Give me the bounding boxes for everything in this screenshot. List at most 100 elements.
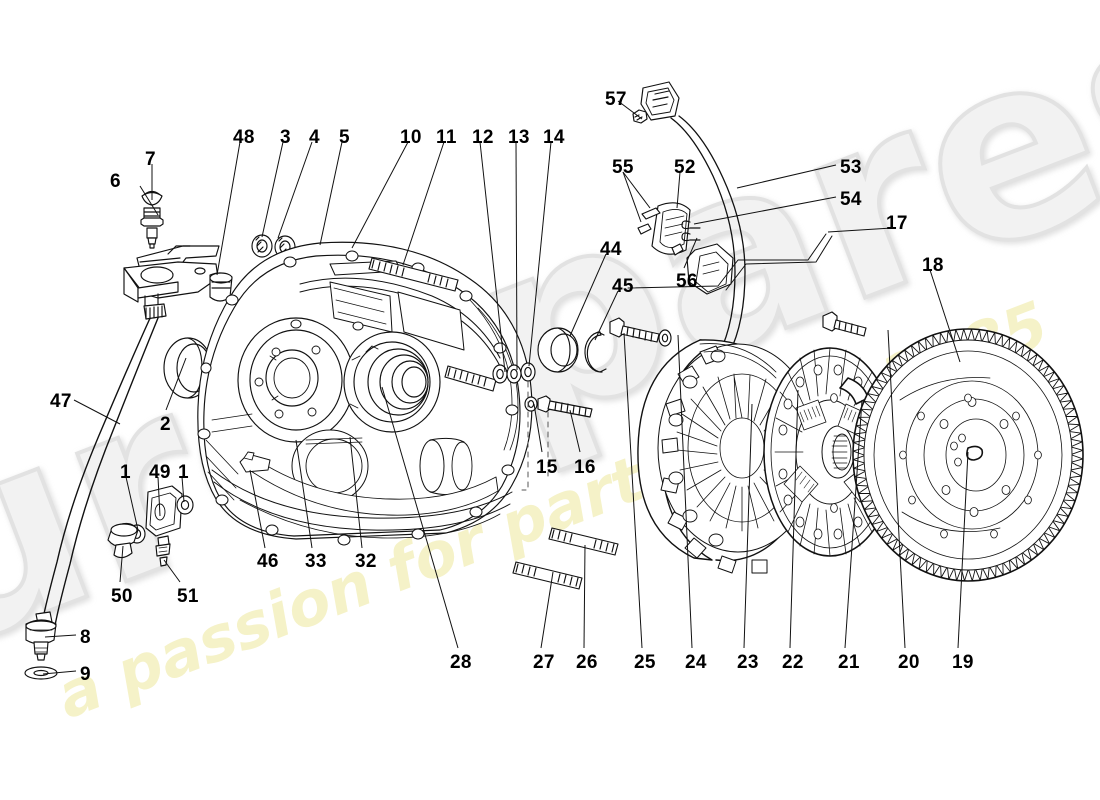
part-10-stud bbox=[368, 257, 459, 292]
leader-line-48 bbox=[216, 141, 241, 276]
callout-label-21: 21 bbox=[838, 652, 860, 673]
part-3-washer bbox=[251, 234, 273, 258]
leader-line-12 bbox=[479, 141, 506, 373]
part-9-sealing-washer bbox=[24, 666, 58, 680]
part-44-release-bearing bbox=[537, 327, 579, 373]
leader-line-45 bbox=[594, 290, 619, 341]
callout-label-50: 50 bbox=[111, 586, 133, 607]
callout-label-45: 45 bbox=[612, 276, 634, 297]
callout-label-48: 48 bbox=[233, 127, 255, 148]
part-15-washer bbox=[524, 396, 538, 412]
part-25-bolt bbox=[609, 317, 672, 347]
leader-line-10 bbox=[351, 141, 409, 249]
part-51-bleed-screw bbox=[155, 535, 171, 567]
part-6-switch bbox=[140, 207, 164, 249]
part-56-clip bbox=[671, 243, 684, 256]
callout-label-2: 2 bbox=[160, 414, 171, 435]
leader-line-19 bbox=[957, 451, 969, 649]
part-57-clip bbox=[632, 109, 648, 124]
callout-label-9: 9 bbox=[80, 664, 91, 685]
leader-line-20 bbox=[887, 329, 906, 649]
leader-line-57 bbox=[617, 100, 643, 120]
part-13-washer bbox=[506, 364, 522, 384]
callout-label-46: 46 bbox=[257, 551, 279, 572]
leader-line-22 bbox=[789, 389, 799, 649]
callout-label-49: 49 bbox=[149, 462, 171, 483]
leader-line-54 bbox=[693, 196, 837, 225]
leader-line-46 bbox=[249, 469, 266, 549]
part-14-nut bbox=[520, 362, 536, 382]
callout-label-19: 19 bbox=[952, 652, 974, 673]
leader-line-8 bbox=[44, 634, 77, 638]
part-8-banjo-bolt bbox=[25, 619, 57, 661]
leader-line-4 bbox=[277, 141, 313, 239]
leader-line-28 bbox=[381, 386, 459, 649]
callout-label-28: 28 bbox=[450, 652, 472, 673]
leader-line-14 bbox=[528, 141, 552, 367]
leader-line-47 bbox=[73, 399, 121, 425]
part-49-union-block bbox=[145, 485, 183, 537]
leader-line-52 bbox=[676, 171, 681, 209]
callout-label-57: 57 bbox=[605, 89, 627, 110]
callout-label-52: 52 bbox=[674, 157, 696, 178]
leader-line-13 bbox=[515, 141, 518, 371]
callout-label-51: 51 bbox=[177, 586, 199, 607]
leader-line-55 bbox=[622, 171, 651, 209]
callout-label-1: 1 bbox=[120, 462, 131, 483]
leader-line-32 bbox=[349, 436, 363, 549]
callout-label-18: 18 bbox=[922, 255, 944, 276]
leader-line-3 bbox=[261, 141, 284, 238]
callout-label-33: 33 bbox=[305, 551, 327, 572]
part-1-washer-b bbox=[176, 495, 194, 515]
callout-label-5: 5 bbox=[339, 127, 350, 148]
leader-line-17 bbox=[827, 227, 894, 233]
leader-line-25 bbox=[623, 332, 643, 649]
callout-label-3: 3 bbox=[280, 127, 291, 148]
part-54-pins bbox=[681, 220, 701, 242]
callout-label-44: 44 bbox=[600, 239, 622, 260]
part-50-banjo-fitting bbox=[107, 522, 139, 559]
part-27-stud bbox=[512, 561, 583, 590]
callout-label-13: 13 bbox=[508, 127, 530, 148]
callout-label-20: 20 bbox=[898, 652, 920, 673]
callout-label-8: 8 bbox=[80, 627, 91, 648]
callout-label-54: 54 bbox=[840, 189, 862, 210]
part-16-bolt bbox=[537, 395, 593, 418]
leader-line-24 bbox=[677, 334, 693, 649]
callout-label-27: 27 bbox=[533, 652, 555, 673]
part-bell-housing bbox=[197, 241, 533, 546]
leader-line-2 bbox=[165, 357, 187, 411]
part-mount-flange bbox=[123, 261, 219, 307]
leader-line-9 bbox=[42, 670, 77, 675]
part-17-bolt bbox=[822, 311, 867, 337]
callout-label-11: 11 bbox=[436, 127, 457, 148]
leader-line-26 bbox=[583, 544, 586, 649]
leader-line-11 bbox=[402, 141, 445, 266]
leader-line-6 bbox=[139, 185, 159, 216]
leader-line-51 bbox=[163, 559, 181, 583]
callout-label-22: 22 bbox=[782, 652, 804, 673]
leader-line-33 bbox=[295, 439, 313, 549]
callout-label-1: 1 bbox=[178, 462, 189, 483]
leader-line-5 bbox=[319, 141, 343, 246]
leader-line-44 bbox=[569, 253, 607, 337]
callout-label-24: 24 bbox=[685, 652, 707, 673]
leader-line-18 bbox=[929, 269, 961, 363]
leader-line-27 bbox=[540, 571, 554, 649]
callout-label-14: 14 bbox=[543, 127, 565, 148]
callout-label-16: 16 bbox=[574, 457, 596, 478]
callout-label-12: 12 bbox=[472, 127, 494, 148]
callout-label-26: 26 bbox=[576, 652, 598, 673]
callout-label-53: 53 bbox=[840, 157, 862, 178]
leader-line-50 bbox=[119, 545, 124, 583]
callout-label-6: 6 bbox=[110, 171, 121, 192]
part-47-hydraulic-line bbox=[35, 303, 167, 633]
leader-line-c55b bbox=[622, 171, 642, 223]
callout-label-55: 55 bbox=[612, 157, 634, 178]
leader-line-1 bbox=[125, 476, 139, 531]
callout-label-56: 56 bbox=[676, 271, 698, 292]
part-11-stud bbox=[444, 365, 497, 392]
callout-label-47: 47 bbox=[50, 391, 72, 412]
